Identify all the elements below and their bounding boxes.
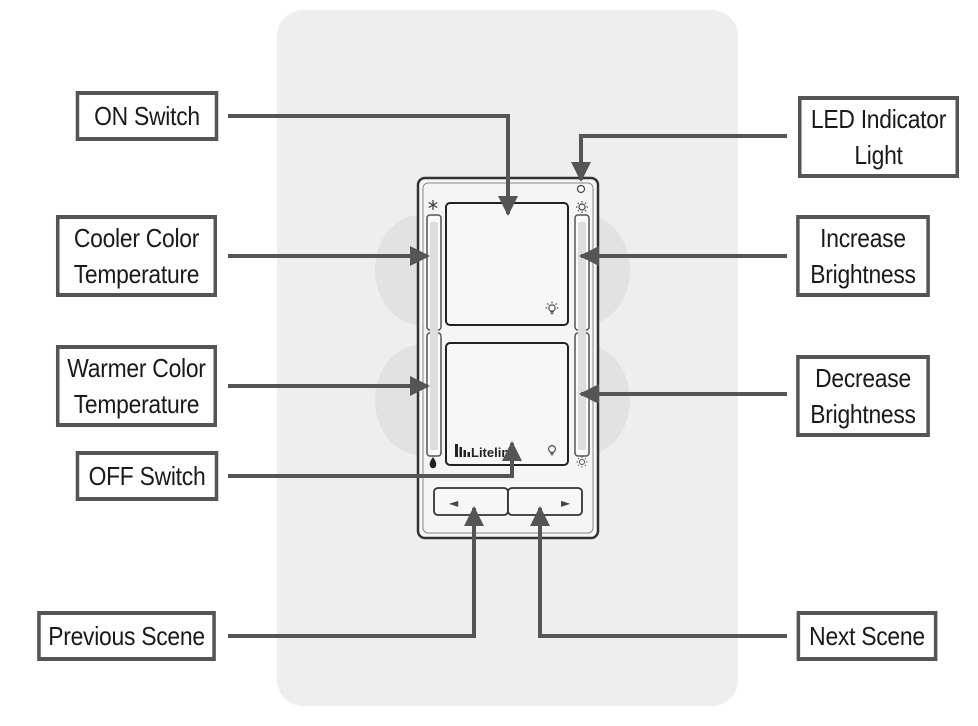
left-slider-track (430, 222, 438, 450)
on-switch-button[interactable] (445, 202, 569, 326)
callout-increase-line2: Brightness (810, 259, 916, 289)
callout-next-scene-line1: Next Scene (809, 621, 925, 651)
callout-decrease-line2: Brightness (810, 399, 916, 429)
sun-icon (576, 201, 588, 213)
callout-warmer-line1: Warmer Color (67, 353, 206, 383)
leader-led-indicator (571, 134, 787, 182)
callout-cooler-line1: Cooler Color (73, 223, 200, 253)
dim-sun-icon (576, 456, 588, 468)
callout-decrease-brightness: Decrease Brightness (796, 355, 930, 437)
bulb-off-icon (548, 445, 556, 456)
brand-logo-mark (455, 444, 458, 457)
callout-previous-scene: Previous Scene (37, 611, 216, 661)
callout-increase-line1: Increase (820, 223, 906, 253)
leader-previous-scene (228, 506, 484, 638)
callout-decrease-line1: Decrease (815, 363, 911, 393)
brand-name: Litelin (471, 445, 509, 460)
callout-on-switch: ON Switch (75, 91, 219, 141)
brand-logo: Litelin (455, 444, 509, 460)
previous-scene-button[interactable] (433, 487, 509, 516)
bulb-on-icon (545, 301, 559, 315)
callout-warmer-line2: Temperature (73, 389, 200, 419)
leader-on-switch (228, 114, 518, 216)
next-scene-button[interactable] (507, 487, 583, 516)
callout-led-line2: Light (854, 140, 903, 170)
callout-cooler-color-temperature: Cooler Color Temperature (55, 215, 218, 297)
callout-led-line1: LED Indicator (810, 104, 947, 134)
callout-warmer-color-temperature: Warmer Color Temperature (55, 345, 218, 427)
callout-on-switch-line1: ON Switch (94, 101, 200, 131)
callout-previous-scene-line1: Previous Scene (48, 621, 205, 651)
next-arrow-icon: ► (561, 496, 571, 510)
callout-led-indicator-light: LED Indicator Light (797, 96, 960, 178)
callout-off-switch: OFF Switch (75, 451, 219, 501)
flame-icon (429, 457, 437, 469)
previous-arrow-icon: ◄ (449, 496, 459, 510)
leader-next-scene (530, 506, 787, 638)
callout-next-scene: Next Scene (796, 611, 938, 661)
callout-off-switch-line1: OFF Switch (88, 461, 206, 491)
led-indicator (576, 184, 586, 194)
callout-increase-brightness: Increase Brightness (796, 215, 930, 297)
callout-cooler-line2: Temperature (73, 259, 200, 289)
leader-off-switch (228, 441, 522, 478)
snowflake-icon (428, 200, 438, 210)
off-switch-button[interactable] (445, 342, 569, 466)
